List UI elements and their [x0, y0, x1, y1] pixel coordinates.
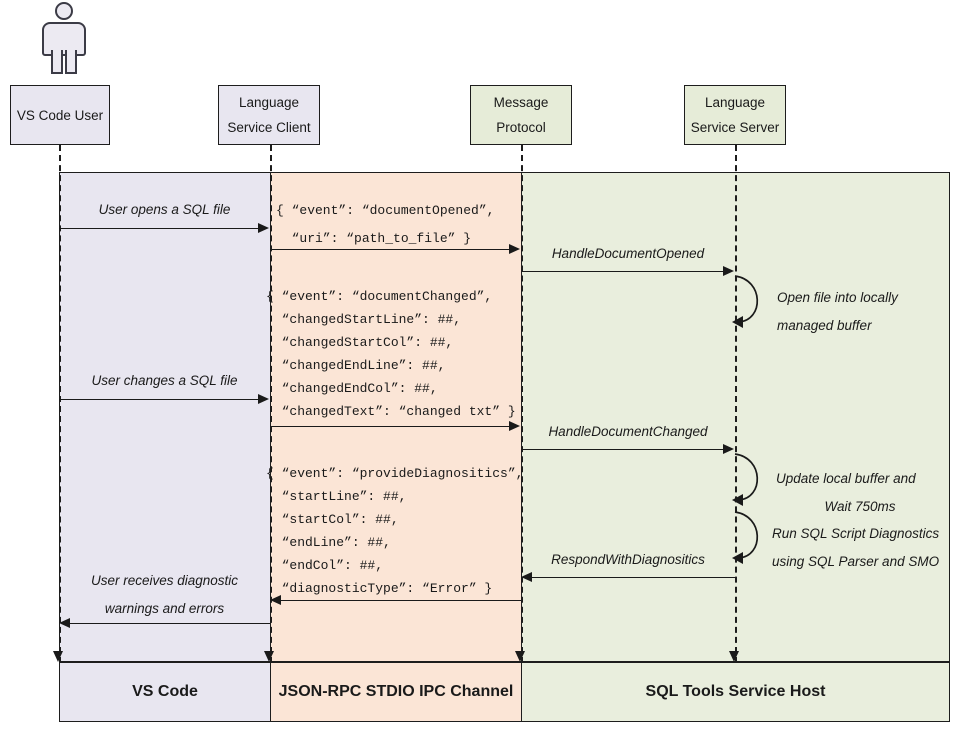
arrow-protocol-to-client-diagnostics [281, 600, 521, 601]
arrow-user-receives-diagnostics [70, 623, 270, 624]
footer-cell-ipc-channel: JSON-RPC STDIO IPC Channel [270, 662, 522, 722]
band-vscode [59, 172, 271, 662]
lifeline-message-protocol [521, 145, 523, 663]
footer-label-vscode: VS Code [132, 683, 198, 700]
label-open-file-buffer-line2: managed buffer [777, 318, 872, 333]
lifeline-service-server [735, 145, 737, 663]
person-leg-right [65, 50, 77, 74]
payload-document-opened-line1: { “event”: “documentOpened”, [276, 203, 495, 218]
lifeline-label-message-protocol-line2: Protocol [496, 120, 546, 135]
payload-document-changed-line5: “changedEndCol”: ##, [266, 381, 438, 396]
lifeline-label-message-protocol-line1: Message [493, 95, 549, 110]
arrowhead-client-to-protocol-changed [509, 420, 520, 431]
arrowhead-protocol-to-client-diagnostics [270, 594, 281, 605]
arrowhead-respond-with-diagnostics [521, 571, 532, 582]
person-torso [42, 22, 86, 56]
label-run-diagnostics-line2: using SQL Parser and SMO [772, 554, 940, 569]
arrowhead-user-changes-sql-file [258, 393, 269, 404]
label-open-file-buffer-line1: Open file into locally [777, 290, 898, 305]
user-person-icon [38, 2, 90, 74]
lifeline-box-service-client[interactable]: Language Service Client [218, 85, 320, 145]
arrowhead-handle-document-changed [723, 443, 734, 454]
person-leg-left [51, 50, 63, 74]
payload-document-changed-line2: “changedStartLine”: ##, [266, 312, 462, 327]
payload-provide-diagnostics-line3: “startCol”: ##, [266, 512, 399, 527]
payload-document-changed-line6: “changedText”: “changed txt” } [266, 404, 516, 419]
payload-document-changed-line3: “changedStartCol”: ##, [266, 335, 454, 350]
label-update-buffer-wait-line1: Update local buffer and [776, 471, 916, 486]
self-call-loop-run-diagnostics [732, 511, 759, 564]
footer-label-ipc-channel: JSON-RPC STDIO IPC Channel [278, 683, 514, 700]
lifeline-box-vscode-user[interactable]: VS Code User [10, 85, 110, 145]
footer-cell-vscode: VS Code [59, 662, 271, 722]
label-user-changes-sql-file: User changes a SQL file [91, 373, 238, 388]
arrowhead-handle-document-opened [723, 265, 734, 276]
arrowhead-user-opens-sql-file [258, 222, 269, 233]
arrow-client-to-protocol-opened [270, 249, 510, 250]
lifeline-label-service-server-line1: Language [704, 95, 766, 110]
lifeline-service-client [270, 145, 272, 663]
arrow-handle-document-changed [521, 449, 724, 450]
lifeline-end-arrow-vscode-user [53, 651, 63, 662]
lifeline-label-service-client-line1: Language [238, 95, 300, 110]
arrow-respond-with-diagnostics [532, 577, 735, 578]
arrowhead-user-receives-diagnostics [59, 617, 70, 628]
payload-provide-diagnostics-line5: “endCol”: ##, [266, 558, 384, 573]
label-update-buffer-wait-line2: Wait 750ms [824, 499, 896, 514]
label-user-receives-diagnostics-line2: warnings and errors [104, 601, 225, 616]
lifeline-label-service-server-line2: Service Server [690, 120, 780, 135]
lifeline-end-arrow-service-server [729, 651, 739, 662]
band-ipc-channel [270, 172, 522, 662]
lifeline-end-arrow-service-client [264, 651, 274, 662]
payload-provide-diagnostics-line2: “startLine”: ##, [266, 489, 407, 504]
arrowhead-client-to-protocol-opened [509, 243, 520, 254]
lifeline-label-vscode-user-line1: VS Code User [16, 107, 104, 123]
payload-provide-diagnostics-line1: { “event”: “provideDiagnositics”, [266, 466, 524, 481]
lifeline-label-service-client-line2: Service Client [227, 120, 311, 135]
lifeline-box-service-server[interactable]: Language Service Server [684, 85, 786, 145]
lifeline-box-message-protocol[interactable]: Message Protocol [470, 85, 572, 145]
footer-label-sql-tools-service-host: SQL Tools Service Host [645, 683, 826, 700]
label-user-receives-diagnostics-line1: User receives diagnostic [90, 573, 239, 588]
label-user-opens-sql-file: User opens a SQL file [98, 202, 231, 217]
lifeline-vscode-user [59, 145, 61, 663]
payload-provide-diagnostics-line6: “diagnosticType”: “Error” } [266, 581, 493, 596]
payload-document-changed-line1: { “event”: “documentChanged”, [266, 289, 493, 304]
label-handle-document-changed: HandleDocumentChanged [548, 424, 708, 439]
arrow-user-changes-sql-file [59, 399, 259, 400]
payload-document-changed-line4: “changedEndLine”: ##, [266, 358, 446, 373]
payload-provide-diagnostics-line4: “endLine”: ##, [266, 535, 391, 550]
label-handle-document-opened: HandleDocumentOpened [551, 246, 705, 261]
arrow-user-opens-sql-file [59, 228, 259, 229]
arrow-client-to-protocol-changed [270, 426, 510, 427]
label-respond-with-diagnostics: RespondWithDiagnositics [551, 552, 705, 567]
payload-document-opened-line2: “uri”: “path_to_file” } [276, 231, 472, 246]
lifeline-end-arrow-message-protocol [515, 651, 525, 662]
footer-cell-sql-tools-service-host: SQL Tools Service Host [521, 662, 950, 722]
label-run-diagnostics-line1: Run SQL Script Diagnostics [772, 526, 940, 541]
person-head [55, 2, 73, 20]
self-call-loop-open-file-buffer [732, 275, 759, 328]
arrow-handle-document-opened [521, 271, 724, 272]
self-call-loop-update-buffer-wait [732, 453, 759, 506]
